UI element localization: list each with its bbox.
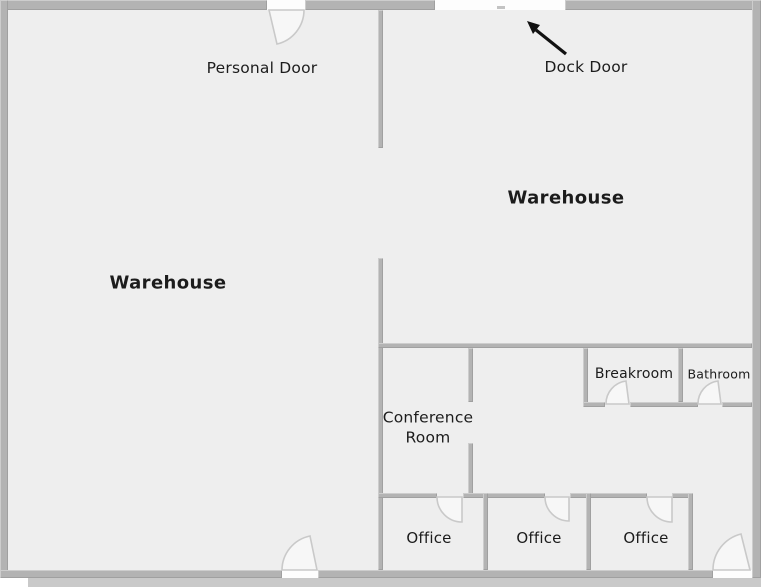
wall-warehouse-divider-upper xyxy=(378,10,383,148)
wall-office-divider-2 xyxy=(586,493,591,570)
wall-breakroom-bottom-c xyxy=(722,402,752,407)
wall-bottom-left-segment xyxy=(0,570,282,578)
wall-offices-top-a xyxy=(378,493,437,498)
wall-conference-right-lower xyxy=(468,443,473,498)
personal-door-label: Personal Door xyxy=(206,59,318,77)
wall-breakroom-left xyxy=(583,348,588,407)
wall-offices-top-b xyxy=(463,493,545,498)
conference-room-label: Conference Room xyxy=(382,408,474,447)
wall-conference-right-upper xyxy=(468,348,473,402)
south-east-door-opening xyxy=(713,570,752,578)
office-center-label: Office xyxy=(516,529,562,547)
office-right-label: Office xyxy=(623,529,669,547)
wall-right xyxy=(752,0,761,578)
dock-door-opening xyxy=(435,0,565,10)
breakroom-label: Breakroom xyxy=(594,366,674,382)
wall-breakroom-bottom-b xyxy=(630,402,698,407)
warehouse-right-label: Warehouse xyxy=(507,187,625,209)
wall-office-right xyxy=(688,493,693,570)
bathroom-label: Bathroom xyxy=(687,366,751,382)
wall-bottom-mid-segment xyxy=(318,570,713,578)
building-shadow xyxy=(28,578,761,587)
office-left-label: Office xyxy=(406,529,452,547)
wall-top-right-segment xyxy=(565,0,761,10)
warehouse-left-label: Warehouse xyxy=(109,272,227,294)
wall-top-left-segment xyxy=(0,0,267,10)
wall-left xyxy=(0,0,8,578)
wall-offices-top-c xyxy=(570,493,647,498)
south-west-door-opening xyxy=(282,570,318,578)
wall-offices-top-d xyxy=(672,493,693,498)
wall-warehouse-divider-lower xyxy=(378,258,383,570)
dock-door-label: Dock Door xyxy=(544,58,628,76)
wall-bathroom-left xyxy=(678,348,683,402)
wall-office-divider-1 xyxy=(483,493,488,570)
wall-breakroom-bottom-a xyxy=(583,402,605,407)
personal-door-opening xyxy=(267,0,305,10)
wall-top-middle-segment xyxy=(305,0,435,10)
wall-office-area-top xyxy=(378,343,752,348)
